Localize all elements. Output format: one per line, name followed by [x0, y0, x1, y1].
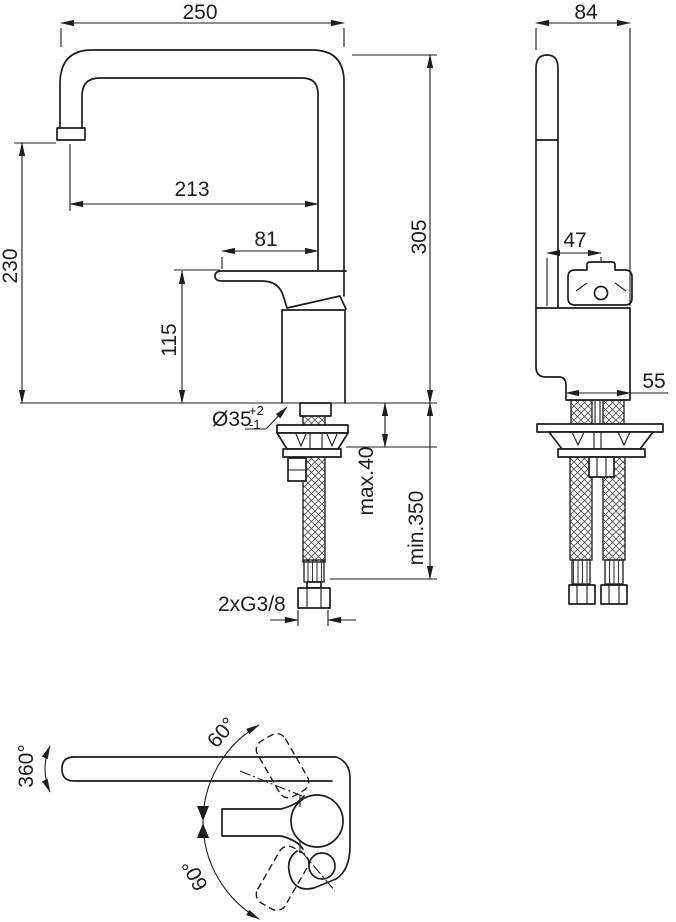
handle-axis-upper [239, 770, 303, 797]
dim-hose-min: min.350 [330, 402, 437, 580]
dim-base-height: 115 [158, 269, 220, 404]
dim-spout-width-label: 250 [182, 1, 217, 24]
dim-hole-diameter: Ø35 +2 -1 [212, 403, 288, 432]
hose-nut-left [568, 584, 596, 605]
handle-axis-lower [300, 850, 336, 892]
hose-collar-right [604, 559, 624, 585]
arc-mid-arrow-upper [197, 806, 209, 821]
dim-base-depth: 55 [565, 370, 668, 397]
dim-hose-thread: 2xG3/8 [218, 593, 356, 626]
dim-total-height: 305 [352, 54, 437, 404]
dim-handle-center-label: 47 [563, 229, 586, 252]
dim-depth: 84 [535, 1, 631, 306]
dim-deck-max-label: max.40 [355, 447, 378, 516]
spout-outer [59, 49, 345, 272]
side-body [535, 307, 631, 401]
hole-dia-label: Ø35 [212, 408, 252, 431]
side-mounting-hardware [536, 423, 664, 478]
dim-base-height-label: 115 [158, 323, 181, 356]
cone-slots [571, 431, 631, 449]
hose-nut-facets [576, 585, 620, 604]
dim-swivel: 360° [15, 744, 51, 793]
dim-total-height-label: 305 [408, 219, 431, 254]
hole-tol-plus-label: +2 [249, 403, 264, 418]
spout-base-circle [308, 852, 336, 880]
mounting-cone [276, 432, 349, 450]
dim-spout-width: 250 [60, 1, 345, 47]
shank-collar [299, 402, 332, 417]
hose-nut-facets [306, 588, 322, 608]
top-view: 360° 60° 60° [15, 713, 351, 920]
hose-neck [306, 581, 322, 589]
faucet-body [281, 309, 346, 404]
stud-lines [594, 400, 601, 424]
handle-position-up-dashed [255, 732, 310, 799]
dim-lever-down-label: 60° [178, 856, 213, 895]
dim-handle-center: 47 [546, 229, 602, 306]
front-view: 250 213 81 230 115 305 [0, 1, 437, 626]
dim-lever-up-label: 60° [203, 713, 241, 752]
faucet-outline [20, 49, 437, 404]
center-fitting-lines [596, 457, 607, 477]
handle-dot [593, 285, 609, 301]
spout-column [535, 54, 559, 309]
handle-chamfers [575, 282, 627, 292]
dim-swivel-label: 360° [15, 744, 38, 787]
hose-stub-right [602, 399, 625, 425]
handle-position-down-dashed [255, 845, 310, 912]
mounting-hardware [276, 402, 349, 482]
dim-lever-length-label: 81 [254, 228, 277, 251]
dim-spout-reach-label: 213 [174, 178, 209, 201]
spout-tip [56, 127, 86, 141]
hole-tol-minus-label: -1 [249, 417, 261, 432]
escutcheon-plate [536, 423, 664, 433]
hose-nut [297, 587, 331, 609]
washer-plate [282, 448, 342, 458]
dim-lever-length: 81 [221, 228, 319, 269]
cone-slots [295, 433, 338, 449]
hose-collar [303, 559, 325, 583]
hose-stub-left [570, 399, 593, 425]
flange-plate [276, 424, 349, 434]
top-faucet-outline [61, 756, 351, 890]
dim-outlet-height-label: 230 [0, 248, 22, 283]
hose-nut-right [600, 584, 628, 605]
dim-outlet-height: 230 [0, 142, 56, 404]
side-supply-hoses [568, 399, 628, 605]
hose-collar-left [571, 559, 591, 585]
spout-bar [61, 756, 337, 782]
washer-plate [557, 448, 646, 458]
dim-deck-max: max.40 [346, 402, 437, 516]
handle-lever [214, 270, 347, 310]
dim-hose-min-label: min.350 [405, 491, 428, 566]
spout-inner [81, 77, 319, 272]
dim-handle-angle: 60° 60° [178, 713, 260, 920]
dim-depth-label: 84 [574, 1, 598, 24]
dim-base-depth-label: 55 [642, 370, 665, 393]
cartridge-circle [290, 794, 344, 848]
dim-spout-reach: 213 [69, 144, 319, 211]
handle-front [567, 261, 633, 306]
body-silhouette [287, 756, 351, 890]
arc-mid-arrow-lower [197, 823, 209, 838]
side-faucet-outline [535, 54, 633, 401]
center-fitting [588, 456, 615, 478]
hose-thread-label: 2xG3/8 [218, 593, 286, 616]
side-view: 84 47 55 [535, 1, 668, 605]
